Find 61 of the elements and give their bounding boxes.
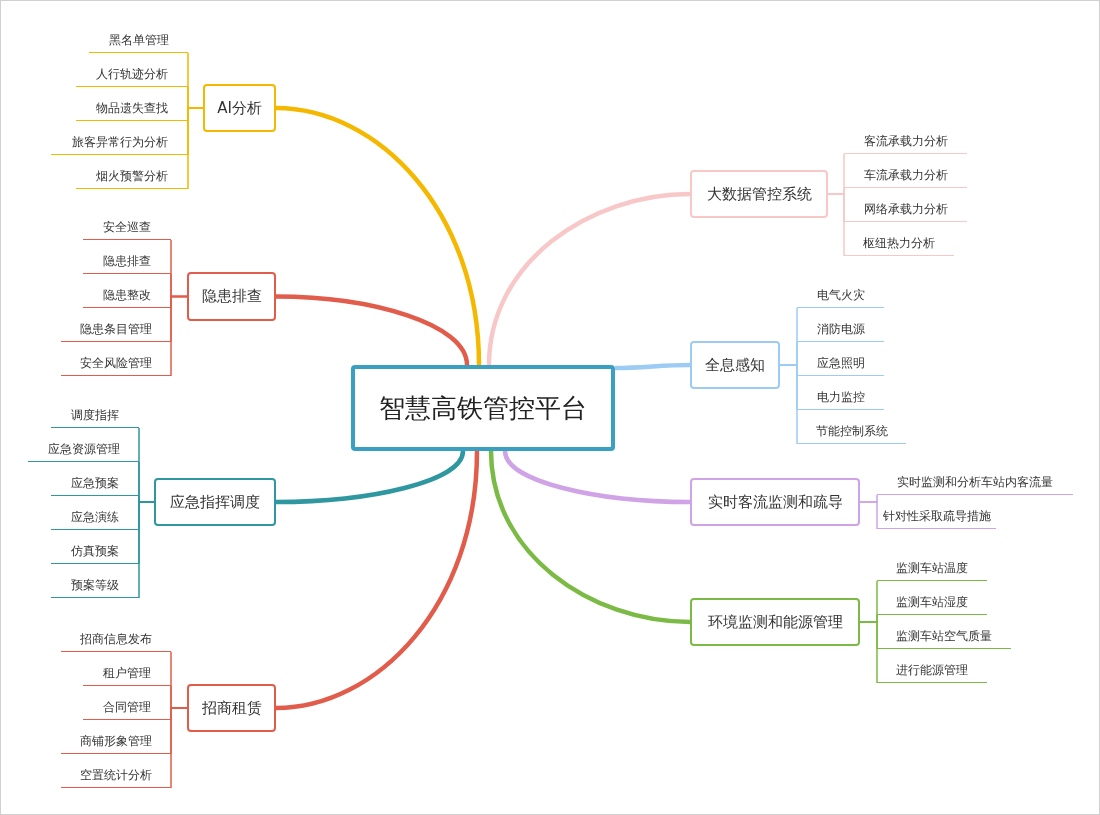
- connector-line: [859, 621, 878, 684]
- subtopic-label: 烟火预警分析: [76, 167, 188, 189]
- subtopic-label: 人行轨迹分析: [76, 65, 188, 87]
- subtopic-label: 车流承载力分析: [844, 166, 967, 188]
- subtopic-label: 合同管理: [83, 698, 171, 720]
- subtopic-label: 应急演练: [51, 508, 139, 530]
- subtopic-label: 电力监控: [797, 388, 884, 410]
- branch-connector: [275, 105, 482, 366]
- branch-connector: [275, 450, 480, 711]
- subtopic-label: 安全风险管理: [61, 354, 171, 376]
- subtopic-label: 隐患条目管理: [61, 320, 171, 342]
- branch-connector: [486, 191, 691, 366]
- subtopic-label: 调度指挥: [51, 406, 139, 428]
- subtopic-label: 租户管理: [83, 664, 171, 686]
- subtopic-label: 应急照明: [797, 354, 884, 376]
- subtopic-label: 预案等级: [51, 576, 139, 598]
- subtopic-label: 商铺形象管理: [61, 732, 171, 754]
- branch-connector: [615, 362, 690, 371]
- subtopic-label: 进行能源管理: [877, 661, 987, 683]
- subtopic-label: 应急预案: [51, 474, 139, 496]
- subtopic-label: 空置统计分析: [61, 766, 171, 788]
- connector-line: [779, 364, 798, 445]
- subtopic-label: 招商信息发布: [61, 630, 171, 652]
- subtopic-label: 监测车站空气质量: [877, 627, 1011, 649]
- branch-connector: [502, 450, 691, 505]
- branch-connector: [488, 450, 691, 625]
- subtopic-label: 电气火灾: [797, 286, 884, 308]
- subtopic-label: 客流承载力分析: [844, 132, 967, 154]
- subtopic-label: 监测车站温度: [877, 559, 987, 581]
- connector-line: [170, 295, 188, 377]
- subtopic-label: 隐患排查: [83, 252, 171, 274]
- subtopic-label: 消防电源: [797, 320, 884, 342]
- connector-line: [170, 707, 188, 789]
- subtopic-label: 黑名单管理: [89, 31, 188, 53]
- subtopic-label: 旅客异常行为分析: [51, 133, 188, 155]
- subtopic-label: 节能控制系统: [797, 422, 906, 444]
- topic-box: 大数据管控系统: [690, 170, 828, 218]
- topic-box: 应急指挥调度: [154, 478, 276, 526]
- connector-line: [138, 501, 155, 599]
- subtopic-label: 针对性采取疏导措施: [877, 507, 996, 529]
- connector-line: [187, 107, 204, 190]
- subtopic-label: 应急资源管理: [28, 440, 139, 462]
- branch-connector: [275, 450, 466, 505]
- subtopic-label: 监测车站湿度: [877, 593, 987, 615]
- subtopic-label: 实时监测和分析车站内客流量: [877, 473, 1073, 495]
- central-topic-box: 智慧高铁管控平台: [351, 365, 615, 451]
- subtopic-label: 枢纽热力分析: [844, 234, 954, 256]
- branch-connector: [275, 294, 470, 366]
- connector-line: [859, 501, 878, 530]
- subtopic-label: 物品遗失查找: [76, 99, 188, 121]
- subtopic-label: 安全巡查: [83, 218, 171, 240]
- subtopic-label: 网络承载力分析: [844, 200, 967, 222]
- connector-line: [827, 193, 845, 257]
- topic-box: 全息感知: [690, 341, 780, 389]
- subtopic-label: 隐患整改: [83, 286, 171, 308]
- topic-box: 隐患排查: [187, 272, 276, 321]
- topic-box: 实时客流监测和疏导: [690, 478, 860, 526]
- topic-box: AI分析: [203, 84, 276, 132]
- topic-box: 环境监测和能源管理: [690, 598, 860, 646]
- subtopic-label: 仿真预案: [51, 542, 139, 564]
- topic-box: 招商租赁: [187, 684, 276, 732]
